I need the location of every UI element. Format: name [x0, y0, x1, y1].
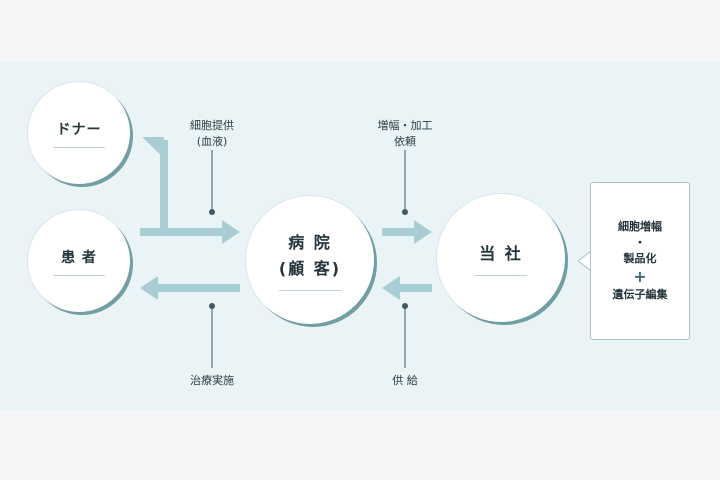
callout-pointer: [577, 251, 591, 271]
arrow-head-supply: [382, 276, 400, 300]
callout-box: 細胞増幅 ・ 製品化 + 遺伝子編集: [590, 182, 690, 340]
patient-label: 患 者: [53, 247, 105, 276]
callout-line1: 細胞増幅: [618, 220, 662, 233]
node-company: 当 社: [437, 194, 565, 322]
hospital-label-line2: (顧 客): [278, 258, 342, 278]
arrow-head-to-hospital: [222, 220, 240, 244]
caption-cell-provision-line1: 細胞提供: [190, 119, 234, 132]
node-patient: 患 者: [28, 210, 130, 312]
marker-cell-provision: [209, 209, 215, 215]
caption-treatment: 治療実施: [190, 374, 234, 387]
callout-dot: ・: [634, 236, 646, 249]
callout-line2: 製品化: [623, 252, 657, 265]
arrow-head-to-patient: [140, 276, 158, 300]
arrow-head-to-company: [414, 220, 432, 244]
node-donor: ドナー: [28, 82, 130, 184]
arrow-head-to-donor: [142, 137, 164, 158]
donor-label: ドナー: [53, 119, 105, 148]
callout-line3: 遺伝子編集: [612, 288, 668, 301]
caption-amplify: 増幅・加工 依頼: [378, 118, 433, 150]
arrow-shaft-to-hospital: [140, 228, 222, 236]
caption-amplify-line2: 依頼: [394, 135, 416, 148]
caption-amplify-line1: 増幅・加工: [377, 119, 433, 132]
marker-supply: [402, 303, 408, 309]
arrow-shaft-to-patient: [158, 284, 240, 292]
marker-amplify: [402, 209, 408, 215]
hospital-label-line1: 病 院: [288, 232, 332, 252]
arrow-shaft-to-donor: [160, 140, 168, 236]
caption-cell-provision: 細胞提供 (血液): [190, 118, 234, 150]
caption-supply: 供 給: [392, 374, 418, 387]
company-label: 当 社: [475, 241, 527, 276]
hospital-label: 病 院 (顧 客): [278, 230, 342, 291]
caption-cell-provision-line2: (血液): [196, 135, 228, 148]
plus-icon: +: [633, 267, 647, 286]
arrow-shaft-supply: [400, 284, 432, 292]
marker-treatment: [209, 303, 215, 309]
node-hospital: 病 院 (顧 客): [246, 196, 374, 324]
arrow-shaft-to-company: [382, 228, 414, 236]
